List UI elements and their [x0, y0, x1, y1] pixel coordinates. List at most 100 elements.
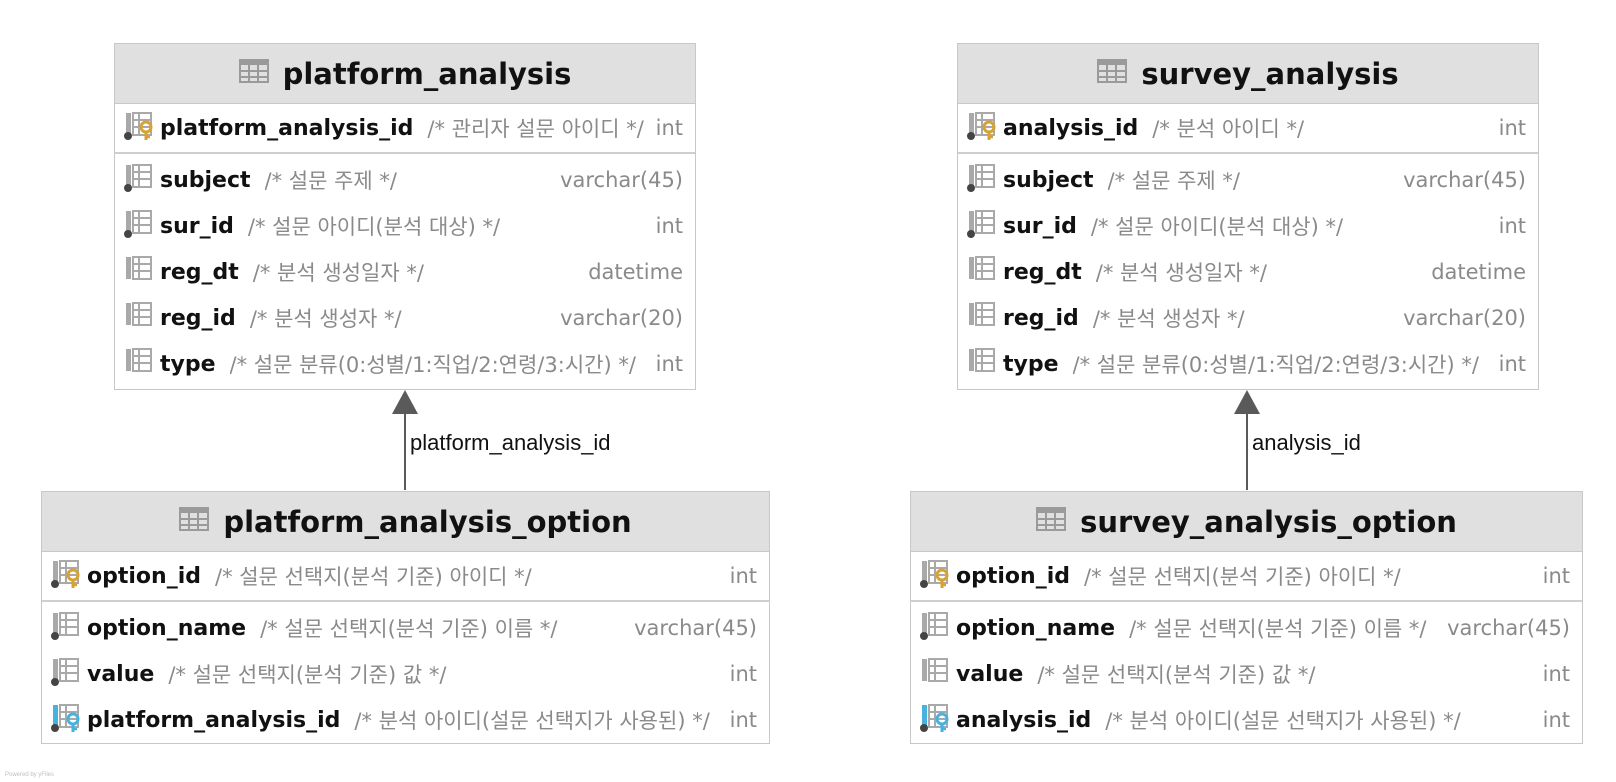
- column-notnull-icon: [51, 657, 87, 692]
- column-row-pk[interactable]: platform_analysis_id/* 관리자 설문 아이디 */int: [115, 104, 695, 152]
- column-row[interactable]: reg_id /* 분석 생성자 */ varchar(20): [115, 295, 695, 341]
- column-name: subject: [1003, 167, 1094, 193]
- column-name: subject: [160, 167, 251, 193]
- table-header[interactable]: platform_analysis: [115, 44, 695, 104]
- table-survey-analysis[interactable]: survey_analysis analysis_id/* 분석 아이디 */in…: [957, 43, 1539, 390]
- column-row[interactable]: option_name /* 설문 선택지(분석 기준) 이름 */ varchar…: [42, 605, 769, 651]
- column-type: int: [1542, 564, 1570, 588]
- column-type: int: [1542, 708, 1570, 732]
- column-comment: /* 설문 선택지(분석 기준) 이름 */: [260, 617, 558, 641]
- primary-key-section: platform_analysis_id/* 관리자 설문 아이디 */int: [115, 104, 695, 154]
- column-name: option_name: [87, 615, 247, 641]
- table-icon: [179, 507, 210, 536]
- column-notnull-icon: [967, 163, 1003, 198]
- column-comment: /* 설문 주제 */: [264, 169, 397, 193]
- column-name: reg_id: [160, 305, 236, 331]
- column-comment: /* 분석 생성자 */: [1092, 307, 1245, 331]
- table-icon: [1036, 507, 1067, 536]
- column-name: type: [160, 351, 216, 377]
- column-row[interactable]: value/* 설문 선택지(분석 기준) 값 */int: [42, 651, 769, 697]
- pk-key-icon: [51, 559, 87, 594]
- column-name: value: [87, 661, 155, 687]
- column-row[interactable]: analysis_id/* 분석 아이디(설문 선택지가 사용된) */int: [911, 697, 1582, 743]
- column-name: option_id: [87, 563, 201, 589]
- primary-key-section: option_id/* 설문 선택지(분석 기준) 아이디 */int: [911, 552, 1582, 602]
- column-row-pk[interactable]: analysis_id/* 분석 아이디 */int: [958, 104, 1538, 152]
- table-name: survey_analysis: [1141, 56, 1399, 91]
- column-comment: /* 설문 선택지(분석 기준) 이름 */: [1129, 617, 1427, 641]
- column-row[interactable]: type/* 설문 분류(0:성별/1:직업/2:연령/3:시간) */int: [115, 341, 695, 387]
- column-type: varchar(20): [1403, 306, 1526, 330]
- column-type: varchar(45): [560, 168, 683, 192]
- column-name: analysis_id: [1003, 115, 1139, 141]
- column-comment: /* 분석 생성일자 */: [1095, 261, 1267, 285]
- column-name: reg_dt: [160, 259, 239, 285]
- column-name: sur_id: [1003, 213, 1077, 239]
- primary-key-section: analysis_id/* 분석 아이디 */int: [958, 104, 1538, 154]
- table-icon: [1097, 59, 1128, 88]
- column-name: option_name: [956, 615, 1116, 641]
- column-row-pk[interactable]: option_id/* 설문 선택지(분석 기준) 아이디 */int: [911, 552, 1582, 600]
- column-comment: /* 설문 분류(0:성별/1:직업/2:연령/3:시간) */: [1072, 353, 1479, 377]
- column-notnull-icon: [124, 163, 160, 198]
- table-icon: [238, 59, 269, 88]
- table-survey-analysis-option[interactable]: survey_analysis_option option_id/* 설문 선택지…: [910, 491, 1583, 744]
- column-row[interactable]: subject/* 설문 주제 */varchar(45): [958, 157, 1538, 203]
- column-type: int: [1498, 352, 1526, 376]
- column-notnull-icon: [124, 209, 160, 244]
- column-type: varchar(45): [634, 616, 757, 640]
- column-comment: /* 설문 선택지(분석 기준) 값 */: [168, 663, 447, 687]
- table-header[interactable]: survey_analysis: [958, 44, 1538, 104]
- column-row[interactable]: value/* 설문 선택지(분석 기준) 값 */int: [911, 651, 1582, 697]
- table-name: platform_analysis: [282, 56, 572, 91]
- column-type: varchar(45): [1447, 616, 1570, 640]
- primary-key-section: option_id/* 설문 선택지(분석 기준) 아이디 */int: [42, 552, 769, 602]
- column-type: int: [1498, 214, 1526, 238]
- column-name: platform_analysis_id: [87, 707, 341, 733]
- column-row-pk[interactable]: option_id/* 설문 선택지(분석 기준) 아이디 */int: [42, 552, 769, 600]
- column-name: analysis_id: [956, 707, 1092, 733]
- column-type: datetime: [1431, 260, 1526, 284]
- column-comment: /* 분석 생성자 */: [249, 307, 402, 331]
- column-name: value: [956, 661, 1024, 687]
- relation-label-platform: platform_analysis_id: [410, 430, 611, 455]
- relation-platform[interactable]: [392, 390, 418, 490]
- column-icon: [920, 657, 956, 692]
- column-row[interactable]: type/* 설문 분류(0:성별/1:직업/2:연령/3:시간) */int: [958, 341, 1538, 387]
- relation-survey[interactable]: [1234, 390, 1260, 490]
- table-name: survey_analysis_option: [1080, 504, 1457, 539]
- column-icon: [967, 301, 1003, 336]
- column-comment: /* 설문 선택지(분석 기준) 값 */: [1037, 663, 1316, 687]
- column-name: platform_analysis_id: [160, 115, 414, 141]
- column-type: int: [729, 564, 757, 588]
- column-icon: [967, 347, 1003, 382]
- column-comment: /* 설문 아이디(분석 대상) */: [1090, 215, 1344, 239]
- column-comment: /* 설문 아이디(분석 대상) */: [247, 215, 501, 239]
- column-row[interactable]: reg_id/* 분석 생성자 */varchar(20): [958, 295, 1538, 341]
- fk-key-icon: [51, 703, 87, 738]
- column-type: datetime: [588, 260, 683, 284]
- column-notnull-icon: [920, 611, 956, 646]
- column-type: int: [655, 352, 683, 376]
- column-name: sur_id: [160, 213, 234, 239]
- column-type: int: [729, 708, 757, 732]
- column-icon: [124, 255, 160, 290]
- relation-label-survey: analysis_id: [1252, 430, 1361, 455]
- table-header[interactable]: survey_analysis_option: [911, 492, 1582, 552]
- arrowhead-icon: [392, 390, 418, 414]
- column-row[interactable]: platform_analysis_id /* 분석 아이디(설문 선택지가 사용…: [42, 697, 769, 743]
- column-row[interactable]: reg_dt/* 분석 생성일자 */datetime: [958, 249, 1538, 295]
- column-type: varchar(45): [1403, 168, 1526, 192]
- column-type: varchar(20): [560, 306, 683, 330]
- column-row[interactable]: option_name /* 설문 선택지(분석 기준) 이름 */ varchar…: [911, 605, 1582, 651]
- column-row[interactable]: subject /* 설문 주제 */ varchar(45): [115, 157, 695, 203]
- column-row[interactable]: reg_dt/* 분석 생성일자 */datetime: [115, 249, 695, 295]
- column-comment: /* 분석 아이디(설문 선택지가 사용된) */: [354, 709, 710, 733]
- column-row[interactable]: sur_id /* 설문 아이디(분석 대상) */ int: [958, 203, 1538, 249]
- table-header[interactable]: platform_analysis_option: [42, 492, 769, 552]
- column-notnull-icon: [967, 209, 1003, 244]
- column-row[interactable]: sur_id/* 설문 아이디(분석 대상) */int: [115, 203, 695, 249]
